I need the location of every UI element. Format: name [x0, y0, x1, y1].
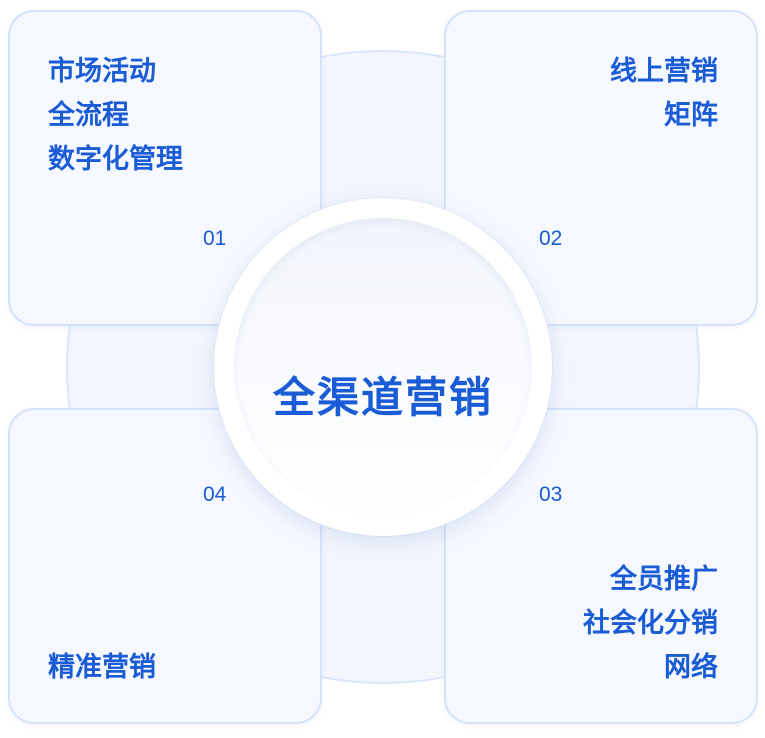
card-02-number: 02 — [539, 227, 563, 250]
card-04-title: 精准营销 — [48, 646, 156, 690]
card-02-line-1: 线上营销 — [610, 56, 718, 87]
card-03-line-2: 社会化分销 — [583, 608, 718, 639]
card-01-number: 01 — [203, 227, 227, 250]
card-03-title: 全员推广 社会化分销 网络 — [583, 558, 718, 690]
card-01-line-3: 数字化管理 — [48, 144, 183, 175]
card-02-line-2: 矩阵 — [664, 100, 718, 131]
card-01-line-1: 市场活动 — [48, 56, 156, 87]
center-title: 全渠道营销 — [272, 373, 493, 422]
card-04-number: 04 — [203, 483, 227, 506]
center-circle: 全渠道营销 — [214, 198, 552, 536]
card-01: 市场活动 全流程 数字化管理 01 — [8, 10, 322, 326]
card-04-line-1: 精准营销 — [48, 652, 156, 683]
center-circle-inner: 全渠道营销 — [234, 218, 532, 516]
card-01-title: 市场活动 全流程 数字化管理 — [48, 50, 183, 182]
card-03-line-3: 网络 — [664, 652, 718, 683]
card-03-number: 03 — [539, 483, 563, 506]
card-03-line-1: 全员推广 — [610, 564, 718, 595]
card-02-title: 线上营销 矩阵 — [610, 50, 718, 138]
card-01-line-2: 全流程 — [48, 100, 129, 131]
